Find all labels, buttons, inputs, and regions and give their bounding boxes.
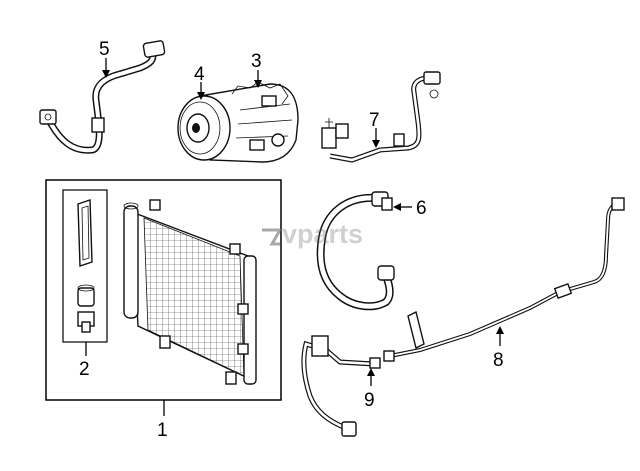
- callout-2: 2: [79, 359, 90, 380]
- callout-1: 1: [157, 420, 168, 441]
- callout-8: 8: [493, 350, 504, 371]
- callout-5: 5: [99, 39, 110, 60]
- callout-6: 6: [416, 198, 427, 219]
- hose-part-6[interactable]: [316, 191, 395, 311]
- hose-part-5[interactable]: [39, 40, 166, 154]
- callout-9: 9: [364, 390, 375, 411]
- liquid-line-part-8[interactable]: [383, 197, 625, 362]
- watermark-text: vparts: [282, 219, 363, 249]
- clutch-pulley-part-4[interactable]: [177, 95, 231, 161]
- leader-lines: [85, 58, 504, 416]
- condenser-part-1[interactable]: [123, 199, 257, 385]
- callout-4: 4: [194, 64, 205, 85]
- pipe-part-7[interactable]: [321, 71, 441, 163]
- vparts-logo-icon: [262, 228, 283, 246]
- dryer-parts-box-part-2[interactable]: [62, 189, 108, 343]
- callout-7: 7: [369, 110, 380, 131]
- callout-3: 3: [251, 51, 262, 72]
- vparts-watermark: vparts: [262, 219, 363, 249]
- hose-part-9[interactable]: [301, 335, 381, 437]
